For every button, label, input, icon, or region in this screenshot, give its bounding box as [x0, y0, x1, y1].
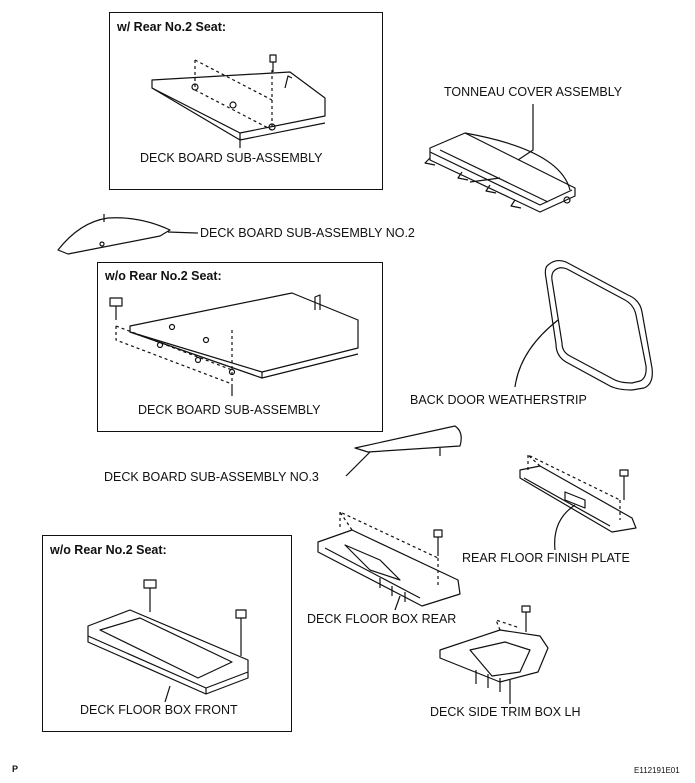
label-deck-board-top: DECK BOARD SUB-ASSEMBLY [140, 151, 323, 165]
tonneau-cover-drawing [424, 104, 576, 213]
deck-board-no3-drawing [345, 425, 462, 477]
label-deck-board-no2: DECK BOARD SUB-ASSEMBLY NO.2 [200, 226, 415, 240]
label-rear-floor-finish-plate: REAR FLOOR FINISH PLATE [462, 551, 630, 565]
label-deck-floor-box-front: DECK FLOOR BOX FRONT [80, 703, 238, 717]
label-deck-board-no3: DECK BOARD SUB-ASSEMBLY NO.3 [104, 470, 319, 484]
rear-floor-finish-plate-drawing [519, 454, 637, 551]
deck-side-trim-box-drawing [439, 605, 549, 704]
deck-floor-box-front-drawing [87, 579, 249, 703]
top-box-title: w/ Rear No.2 Seat: [117, 20, 227, 34]
middle-box-title: w/o Rear No.2 Seat: [105, 269, 222, 283]
label-deck-floor-box-rear: DECK FLOOR BOX REAR [307, 612, 457, 626]
label-tonneau-cover: TONNEAU COVER ASSEMBLY [444, 85, 623, 99]
label-deck-board-mid: DECK BOARD SUB-ASSEMBLY [138, 403, 321, 417]
back-door-weatherstrip-drawing [514, 259, 653, 391]
middle-box-frame [97, 262, 383, 432]
top-box-frame [109, 12, 383, 190]
figure-code: E112191E01 [634, 766, 680, 775]
deck-floor-box-rear-drawing [317, 511, 461, 611]
deck-board-no2-drawing [57, 214, 197, 255]
deck-board-top-drawing [151, 54, 326, 148]
label-back-door-weatherstrip: BACK DOOR WEATHERSTRIP [410, 393, 587, 407]
page-mark: P [12, 764, 19, 774]
deck-board-mid-drawing [109, 292, 359, 396]
bottom-box-frame [42, 535, 292, 732]
label-deck-side-trim-box: DECK SIDE TRIM BOX LH [430, 705, 581, 719]
bottom-box-title: w/o Rear No.2 Seat: [50, 543, 167, 557]
